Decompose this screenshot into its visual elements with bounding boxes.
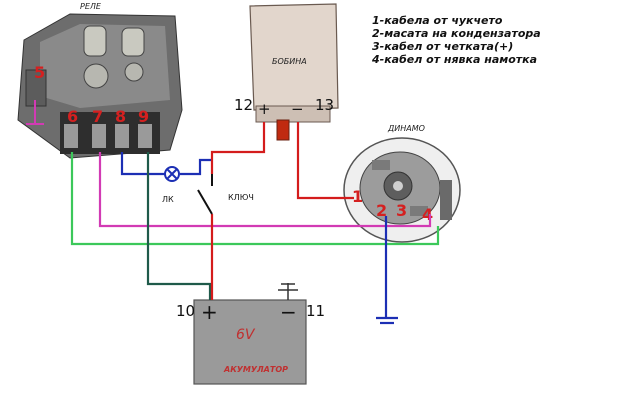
wire-red-coil-switch — [210, 122, 266, 174]
legend: 1-кабела от чукчето 2-масата на конденза… — [371, 14, 541, 66]
wire-darkgreen-relay9-battery — [146, 152, 212, 300]
coil-terminal-12-number: 12 — [234, 96, 253, 114]
relay-terminal-9-screw — [138, 124, 152, 148]
wire-blue-lamp-switch — [180, 158, 212, 176]
battery-terminal-10-number: 10 — [176, 302, 195, 320]
relay-coil-left — [83, 25, 107, 57]
switch-blade — [197, 189, 213, 215]
relay-terminal-6-screw — [64, 124, 78, 148]
wires — [70, 122, 440, 325]
legend-line-2: 2-масата на кондензатора — [372, 27, 541, 40]
coil-minus-sign: − — [291, 100, 304, 118]
coil-title: БОБИНА — [272, 57, 307, 66]
battery-body — [193, 299, 307, 385]
wire-green-relay6-dynamo4 — [70, 152, 440, 246]
charge-lamp: ЛК — [162, 166, 180, 204]
battery-plus-sign: + — [201, 300, 218, 324]
dynamo-terminal-3-label: 3 — [396, 201, 407, 220]
coil-base — [255, 105, 331, 123]
ignition-coil: БОБИНА 12 + − 13 — [234, 3, 339, 141]
battery-title: АКУМУЛАТОР — [223, 365, 288, 374]
dynamo: ДИНАМО 1 2 3 4 — [343, 124, 461, 243]
legend-line-1: 1-кабела от чукчето — [372, 14, 503, 27]
dynamo-terminal-2-label: 2 — [376, 201, 387, 220]
coil-plus-sign: + — [258, 100, 271, 118]
relay-title: РЕЛЕ — [80, 2, 102, 11]
relay-terminal-6-label: 6 — [67, 107, 78, 126]
wire-magenta-relay7-dynamo3 — [98, 152, 432, 228]
relay-terminal-9-label: 9 — [138, 107, 149, 126]
dynamo-shaft-center — [393, 181, 403, 191]
relay-terminal-7-screw — [92, 124, 106, 148]
relay-contact — [83, 63, 109, 89]
dynamo-brush-1 — [372, 160, 390, 170]
battery-terminal-11-number: 11 — [306, 302, 325, 320]
dynamo-title: ДИНАМО — [387, 124, 425, 133]
battery-voltage: 6V — [236, 327, 256, 343]
relay-terminal-8-label: 8 — [115, 107, 126, 126]
ignition-switch: КЛЮЧ — [197, 174, 254, 215]
dynamo-terminal-post — [440, 180, 452, 220]
legend-line-4: 4-кабел от нявка намотка — [371, 53, 537, 66]
relay-terminal-7-label: 7 — [92, 107, 103, 126]
wire-red-coil-dynamo1 — [296, 122, 354, 200]
coil-body — [249, 3, 339, 111]
coil-terminal-13-number: 13 — [315, 96, 334, 114]
battery: 6V АКУМУЛАТОР 10 + − 11 — [176, 283, 325, 385]
lamp-label: ЛК — [162, 195, 174, 204]
wire-blue-relay8-lamp — [120, 152, 165, 176]
relay-terminal-5-label: 5 — [34, 63, 45, 82]
legend-line-3: 3-кабел от четката(+) — [372, 40, 513, 53]
battery-minus-sign: − — [280, 300, 297, 324]
dynamo-brush-2 — [410, 206, 428, 216]
coil-output-post — [276, 119, 290, 141]
relay-terminal-8-screw — [115, 124, 129, 148]
lamp-cross-2 — [166, 168, 178, 180]
relay-coil-right — [121, 27, 145, 57]
relay: РЕЛЕ 5 6 7 8 9 — [17, 2, 183, 159]
switch-label: КЛЮЧ — [228, 193, 254, 202]
relay-contact-2 — [124, 62, 144, 82]
dynamo-terminal-1-label: 1 — [352, 187, 363, 206]
dynamo-terminal-4-label: 4 — [422, 205, 433, 224]
